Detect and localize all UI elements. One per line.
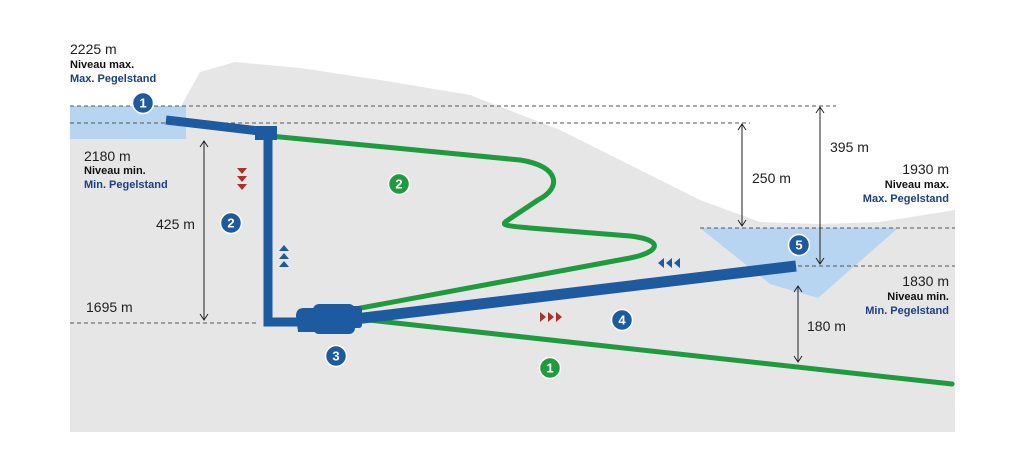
green-pipelines [267, 133, 955, 387]
left-arrows [658, 258, 680, 268]
lower-max-label-de: Max. Pegelstand [862, 193, 949, 205]
badge-number: 4 [618, 313, 626, 328]
badge-green-1: 1 [538, 356, 562, 380]
head-max-label: 395 m [830, 139, 869, 155]
lower-max-label: Niveau max. [884, 179, 949, 191]
lower-min-label-de: Min. Pegelstand [865, 305, 949, 317]
badge-blue-2: 2 [219, 211, 243, 235]
badge-circle [131, 91, 155, 115]
lower-reservoir-water [700, 228, 898, 298]
blue-pipes [165, 115, 797, 328]
upper-min-elevation: 2180 m [84, 148, 131, 164]
badge-circle [387, 172, 411, 196]
badge-number: 3 [332, 349, 339, 364]
lower-max-elevation: 1930 m [902, 161, 949, 177]
head-min-label: 250 m [752, 170, 791, 186]
down-arrows [237, 168, 247, 190]
left-elevation-label: 1695 m [86, 299, 133, 315]
badge-number: 2 [395, 177, 402, 192]
tailrace-tunnel [329, 260, 797, 328]
badge-circle [610, 308, 634, 332]
green-pipe-lower [347, 315, 955, 387]
shaft-height-label: 425 m [156, 216, 195, 232]
badge-circle [538, 356, 562, 380]
terrain [70, 62, 955, 432]
badge-circle [787, 233, 811, 257]
upper-min-label: Niveau min. [84, 165, 146, 177]
badge-blue-4: 4 [610, 308, 634, 332]
upper-max-elevation: 2225 m [70, 41, 117, 57]
up-arrows [279, 245, 289, 267]
badge-number: 1 [546, 361, 553, 376]
badge-green-2: 2 [387, 172, 411, 196]
badge-circle [324, 344, 348, 368]
badge-circle [219, 211, 243, 235]
lower-min-elevation: 1830 m [902, 273, 949, 289]
green-pipe-upper [267, 133, 657, 313]
upper-max-label-de: Max. Pegelstand [70, 73, 157, 85]
flow-arrows [237, 168, 680, 322]
powerhouse [296, 304, 362, 334]
badge-blue-5: 5 [787, 233, 811, 257]
lower-min-label: Niveau min. [887, 291, 949, 303]
badge-number: 5 [795, 238, 802, 253]
badge-number: 2 [227, 216, 234, 231]
right-arrows [540, 312, 562, 322]
pressure-shaft [165, 115, 306, 327]
dimension-arrows [199, 106, 825, 363]
badge-blue-3: 3 [324, 344, 348, 368]
upper-max-label: Niveau max. [70, 59, 135, 71]
badge-blue-1: 1 [131, 91, 155, 115]
upper-min-label-de: Min. Pegelstand [84, 179, 168, 191]
badge-number: 1 [139, 96, 146, 111]
lower-depth-label: 180 m [807, 318, 846, 334]
